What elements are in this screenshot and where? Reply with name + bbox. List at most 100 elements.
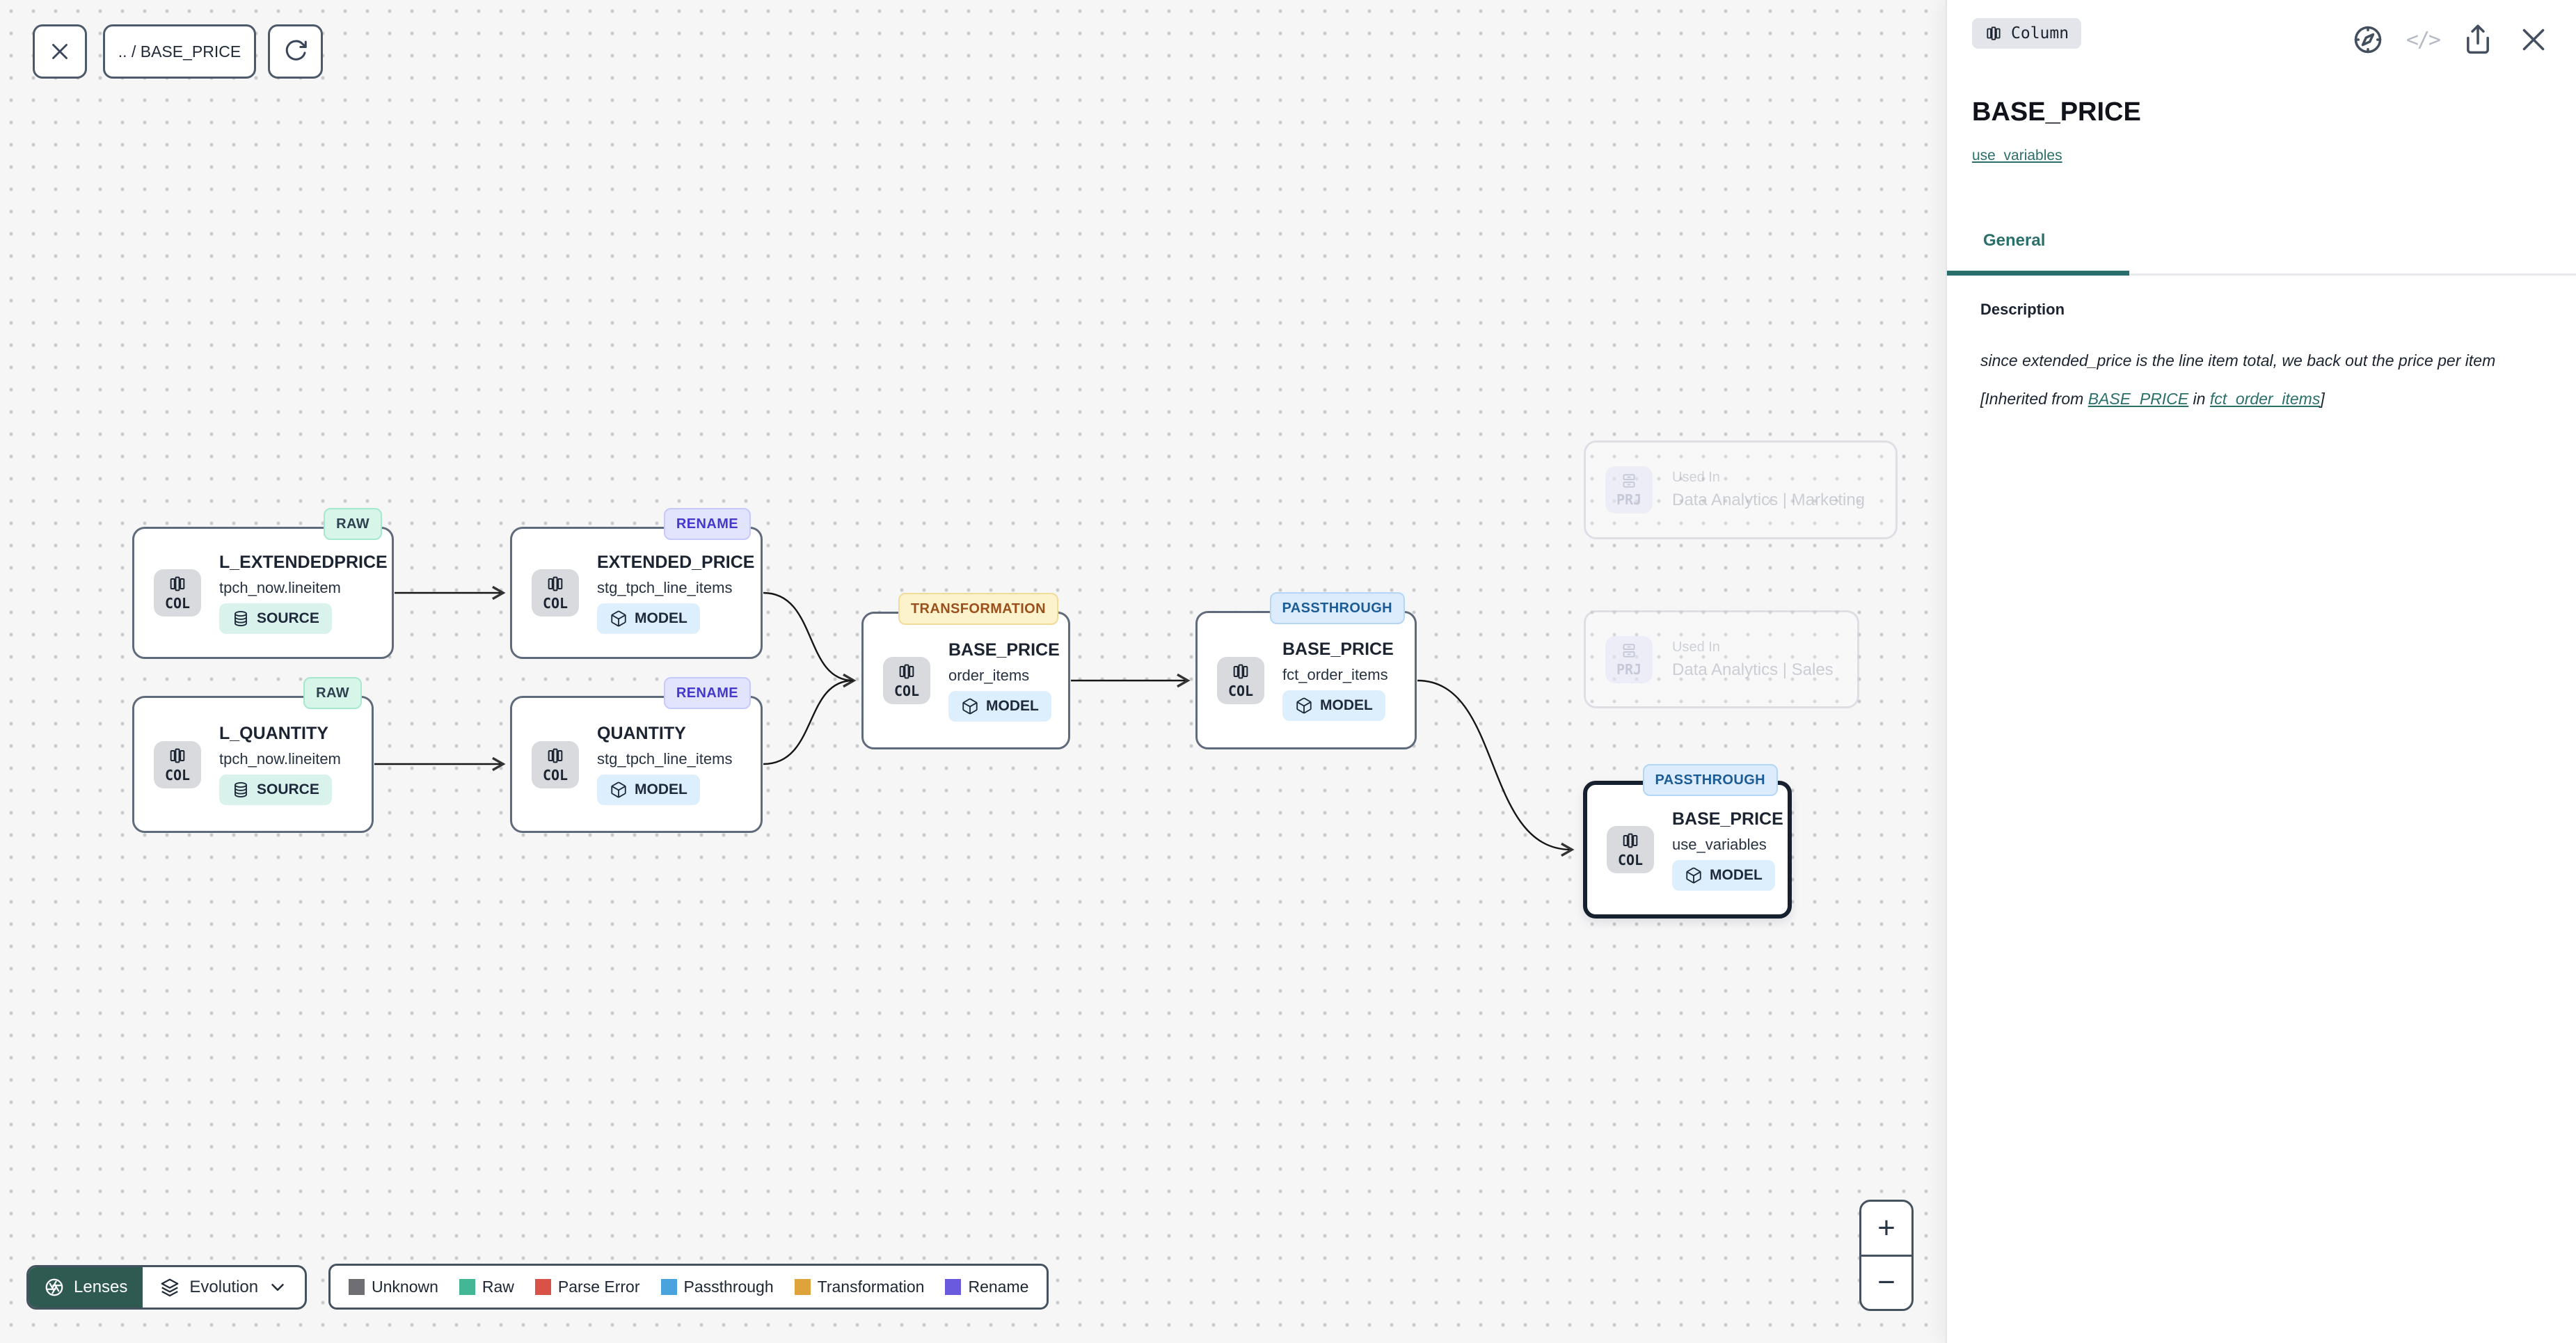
legend-item-unknown: Unknown [349,1278,438,1296]
node-subtitle: fct_order_items [1282,666,1388,683]
explore-compass-icon[interactable] [2351,22,2385,57]
used-in-text: Used In Data Analytics | Sales [1672,639,1834,680]
zoom-out-button[interactable]: − [1861,1254,1911,1310]
legend-swatch [534,1278,551,1295]
breadcrumb[interactable]: .. / BASE_PRICE [103,24,256,79]
node-title: L_QUANTITY [219,724,328,743]
legend-item-passthrough: Passthrough [660,1278,774,1296]
code-icon: </> [2406,27,2441,52]
column-kind-chip: COL [154,569,201,617]
used-in-label: Used In [1672,470,1720,485]
lineage-node-quantity-stg_tpch_line_items[interactable]: RENAME COL QUANTITY stg_tpch_line_items … [510,677,763,833]
node-text: BASE_PRICE use_variables MODEL [1672,809,1783,891]
lens-badge: RENAME [663,677,751,709]
lens-badge: RAW [324,508,382,540]
lineage-node-base_price-fct_order_items[interactable]: PASSTHROUGH COL BASE_PRICE fct_order_ite… [1195,592,1417,749]
legend-swatch [459,1278,475,1295]
lenses-button[interactable]: Lenses [29,1267,143,1308]
close-panel-icon[interactable] [2516,22,2551,57]
column-kind-chip: COL [1217,656,1264,704]
columns-icon [548,748,563,763]
lineage-canvas[interactable]: RAW COL L_EXTENDEDPRICE tpch_now.lineite… [0,0,1946,1343]
lens-selector-dropdown[interactable]: Evolution [143,1267,305,1308]
node-type-label: Column [2011,24,2069,42]
lenses-control: Lenses Evolution [26,1265,308,1310]
node-subtitle: stg_tpch_line_items [597,750,733,768]
node-subtitle: stg_tpch_line_items [597,578,733,596]
node-text: BASE_PRICE order_items MODEL [948,640,1060,722]
node-text: L_QUANTITY tpch_now.lineitem SOURCE [219,724,341,805]
lineage-node-base_price-use_variables[interactable]: PASSTHROUGH COL BASE_PRICE use_variables… [1583,764,1792,919]
lens-selected-label: Evolution [189,1278,259,1296]
columns-icon [1623,833,1638,848]
used-in-card[interactable]: PRJ Used In Data Analytics | Sales [1584,610,1859,708]
lineage-node-extended_price-stg_tpch_line_items[interactable]: RENAME COL EXTENDED_PRICE stg_tpch_line_… [510,508,763,659]
panel-title: BASE_PRICE [1972,97,2141,127]
legend-item-rename: Rename [945,1278,1028,1296]
node-text: EXTENDED_PRICE stg_tpch_line_items MODEL [597,553,754,634]
node-title: EXTENDED_PRICE [597,552,755,572]
node-title: BASE_PRICE [948,639,1060,660]
model-cube-icon [1686,867,1701,883]
legend-swatch [794,1278,811,1295]
used-in-card[interactable]: PRJ Used In Data Analytics | Marketing [1584,440,1898,539]
lineage-node-l_quantity-tpch_now.lineitem[interactable]: RAW COL L_QUANTITY tpch_now.lineitem SOU… [132,677,374,833]
lens-badge: TRANSFORMATION [898,593,1058,625]
columns-icon [899,664,914,679]
node-text: L_EXTENDEDPRICE tpch_now.lineitem SOURCE [219,553,388,634]
description-text: since extended_price is the line item to… [1980,351,2496,369]
details-panel: Column </> BASE_PRICE use_variables Gene… [1946,0,2576,1343]
node-subtitle: tpch_now.lineitem [219,578,341,596]
project-kind-chip: PRJ [1605,635,1653,683]
share-icon[interactable] [2460,22,2495,57]
lineage-node-base_price-order_items[interactable]: TRANSFORMATION COL BASE_PRICE order_item… [861,593,1070,749]
columns-icon [1987,26,2001,40]
lens-badge: PASSTHROUGH [1269,592,1405,624]
close-lineage-button[interactable] [33,24,87,79]
lens-badge: RAW [303,677,362,709]
tab-general[interactable]: General [1983,231,2046,250]
node-text: BASE_PRICE fct_order_items MODEL [1282,639,1394,721]
model-cube-icon [962,698,978,714]
model-cube-icon [611,610,626,626]
columns-icon [170,576,185,591]
zoom-control: + − [1859,1200,1914,1311]
refresh-button[interactable] [268,24,323,79]
chevron-down-icon [271,1284,284,1291]
source-database-icon [234,782,247,797]
node-title: BASE_PRICE [1282,639,1394,659]
node-title: BASE_PRICE [1672,809,1783,829]
used-in-project: Data Analytics | Marketing [1672,491,1866,509]
close-icon [52,44,67,59]
node-text: QUANTITY stg_tpch_line_items MODEL [597,724,732,805]
inherited-column-link[interactable]: BASE_PRICE [2088,390,2189,408]
description-section: Description since extended_price is the … [1980,301,2543,408]
legend-swatch [945,1278,962,1295]
column-kind-chip: COL [532,740,579,788]
used-in-project: Data Analytics | Sales [1672,660,1834,679]
project-kind-chip: PRJ [1605,466,1653,514]
column-kind-chip: COL [1607,826,1654,873]
lineage-node-l_extendedprice-tpch_now.lineitem[interactable]: RAW COL L_EXTENDEDPRICE tpch_now.lineite… [132,508,394,659]
resource-badge: MODEL [1282,690,1385,721]
resource-badge: MODEL [1672,859,1775,891]
lenses-label: Lenses [74,1278,128,1296]
panel-tabs: General [1947,224,2576,276]
source-database-icon [234,610,247,626]
columns-icon [1233,664,1248,678]
inherited-model-link[interactable]: fct_order_items [2209,390,2321,408]
legend-swatch [660,1278,677,1295]
resource-badge: MODEL [597,774,700,805]
lens-badge: RENAME [663,508,751,540]
node-subtitle: use_variables [1672,835,1767,853]
model-cube-icon [1296,697,1312,714]
model-cube-icon [611,781,626,798]
resource-badge: MODEL [597,603,700,634]
zoom-in-button[interactable]: + [1877,1210,1895,1245]
node-type-badge: Column [1972,18,2082,49]
project-icon [1623,643,1635,658]
project-icon [1623,474,1635,488]
model-link[interactable]: use_variables [1972,148,2062,164]
legend-item-transformation: Transformation [794,1278,924,1296]
column-kind-chip: COL [154,740,201,788]
